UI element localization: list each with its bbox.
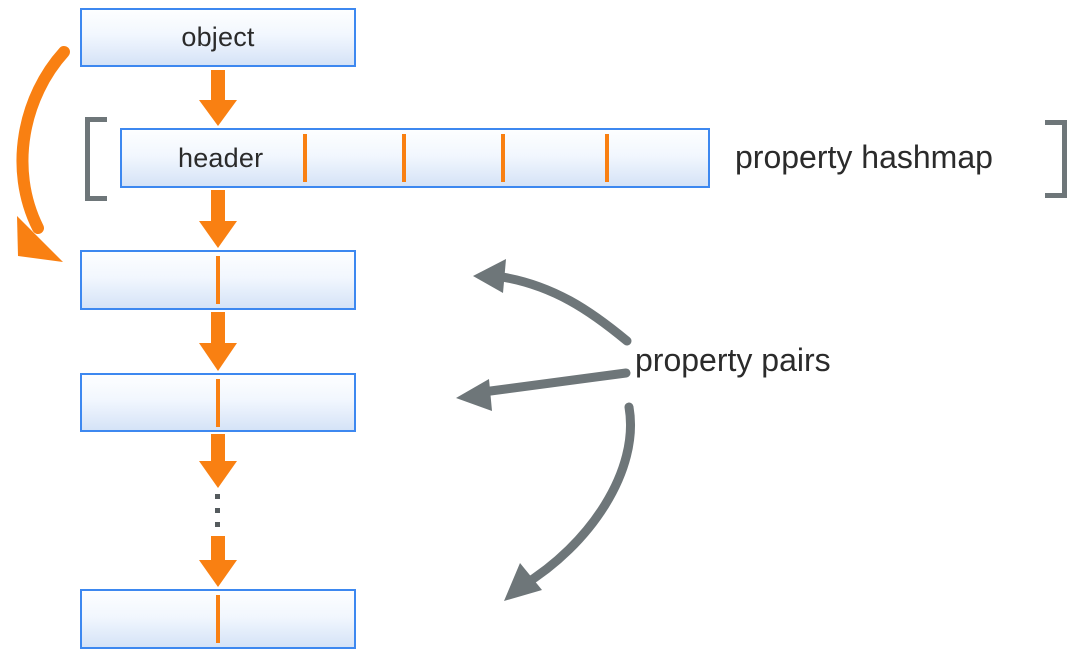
gray-callout-arrows	[456, 259, 635, 601]
pair-box-n-divider	[216, 595, 220, 643]
hashmap-slot-divider-4	[605, 134, 609, 182]
pair-box-2-divider	[216, 379, 220, 427]
arrow-object-to-header	[199, 70, 237, 126]
arrow-object-to-pair-chain	[16, 46, 70, 262]
callout-arrow-to-pair-2	[456, 368, 631, 411]
arrow-header-to-pair-1	[199, 190, 237, 248]
right-bracket	[1045, 120, 1067, 198]
header-box-label: header	[178, 142, 264, 173]
hashmap-slot-divider-3	[501, 134, 505, 182]
arrow-pair-2-to-ellipsis	[199, 434, 237, 488]
pair-box-1-divider	[216, 256, 220, 304]
object-box-label: object	[181, 22, 255, 52]
arrow-pair-1-to-pair-2	[199, 312, 237, 371]
hashmap-slot-divider-1	[303, 134, 307, 182]
vertical-ellipsis-icon	[215, 494, 220, 536]
property-hashmap-label: property hashmap	[735, 139, 993, 175]
property-pairs-label: property pairs	[635, 342, 831, 378]
left-bracket	[85, 117, 107, 201]
header-box[interactable]: header	[120, 128, 710, 188]
callout-arrow-to-pair-1	[473, 259, 632, 346]
object-box[interactable]: object	[80, 8, 356, 67]
callout-arrow-to-pair-n	[504, 402, 635, 601]
arrow-ellipsis-to-pair-n	[199, 536, 237, 587]
hashmap-slot-divider-2	[402, 134, 406, 182]
